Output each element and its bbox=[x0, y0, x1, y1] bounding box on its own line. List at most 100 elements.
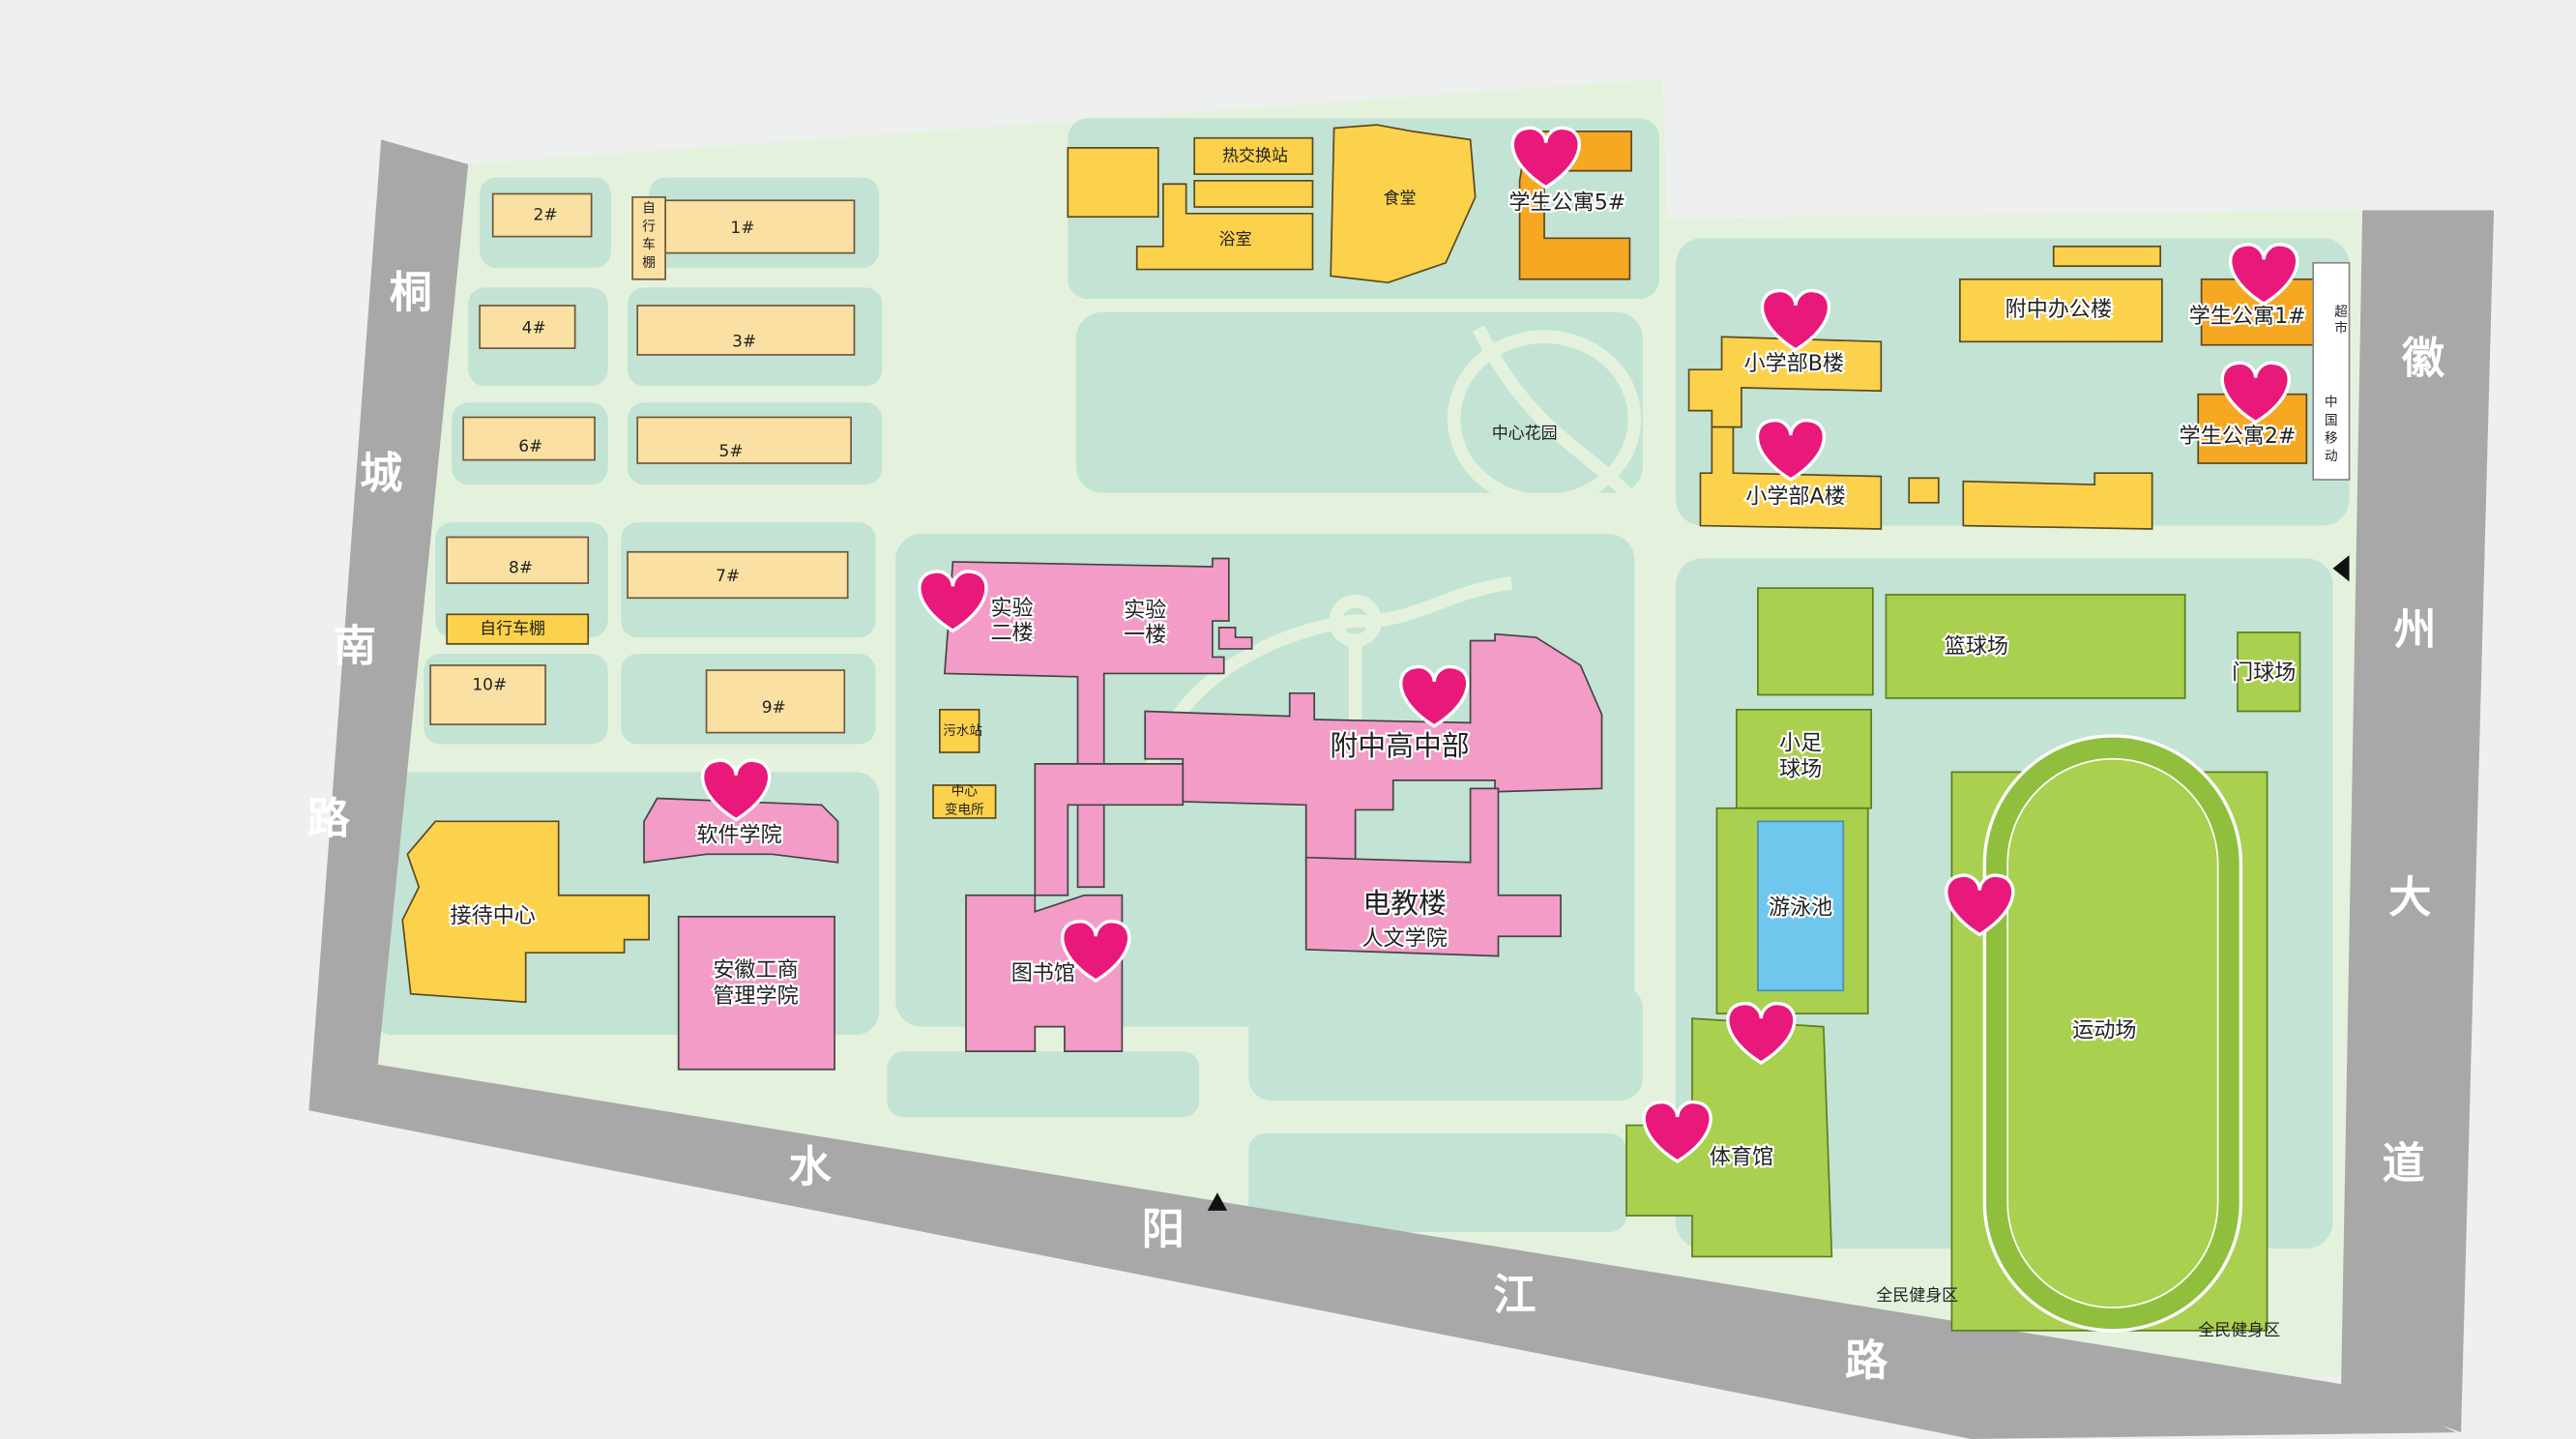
bike-shed-south: 自行车棚 bbox=[446, 613, 590, 645]
road-label-south: 水 阳 江 路 bbox=[789, 1142, 1888, 1385]
supermarket-strip: 超 市 中 国 移 动 bbox=[2312, 261, 2351, 481]
building-small-east bbox=[1908, 477, 1940, 504]
svg-text:球场: 球场 bbox=[1779, 758, 1822, 782]
svg-text:城: 城 bbox=[360, 450, 402, 499]
svg-text:图书馆: 图书馆 bbox=[1011, 961, 1075, 985]
svg-text:二楼: 二楼 bbox=[990, 622, 1033, 646]
svg-text:学生公寓1#: 学生公寓1# bbox=[2189, 305, 2306, 329]
svg-text:安徽工商: 安徽工商 bbox=[713, 958, 798, 983]
svg-text:南: 南 bbox=[334, 622, 376, 671]
svg-text:附中办公楼: 附中办公楼 bbox=[2005, 298, 2112, 322]
svg-text:中: 中 bbox=[2325, 395, 2338, 410]
road-label-east: 徽 州 大 道 bbox=[2383, 335, 2445, 1189]
svg-text:4#: 4# bbox=[522, 319, 546, 338]
svg-text:游泳池: 游泳池 bbox=[1769, 896, 1832, 920]
svg-text:人文学院: 人文学院 bbox=[1361, 927, 1447, 952]
svg-text:路: 路 bbox=[1845, 1336, 1888, 1386]
svg-text:附中高中部: 附中高中部 bbox=[1330, 729, 1469, 762]
reception-center: 接待中心 bbox=[401, 820, 650, 1004]
svg-text:体育馆: 体育馆 bbox=[1710, 1146, 1773, 1170]
svg-text:车: 车 bbox=[642, 236, 656, 252]
svg-text:自: 自 bbox=[642, 201, 656, 217]
svg-text:门球场: 门球场 bbox=[2232, 661, 2296, 685]
software-college: 软件学院 bbox=[643, 797, 839, 864]
small-football-field: 小足 球场 bbox=[1735, 708, 1872, 809]
swimming-pool: 游泳池 bbox=[1715, 807, 1869, 1014]
central-substation: 中心 变电所 bbox=[932, 784, 997, 819]
residence-6: 6# bbox=[462, 416, 596, 461]
svg-text:路: 路 bbox=[307, 794, 351, 843]
svg-text:一楼: 一楼 bbox=[1124, 623, 1166, 647]
road-label-west: 桐 城 南 路 bbox=[307, 269, 432, 844]
svg-text:电教楼: 电教楼 bbox=[1362, 887, 1447, 920]
fitness-area-label: 全民健身区 bbox=[2198, 1321, 2280, 1340]
svg-text:2#: 2# bbox=[534, 206, 558, 225]
svg-text:6#: 6# bbox=[518, 437, 542, 456]
svg-text:棚: 棚 bbox=[642, 255, 656, 271]
svg-text:学生公寓2#: 学生公寓2# bbox=[2180, 425, 2297, 449]
garden-paths bbox=[1143, 325, 1642, 775]
svg-text:桐: 桐 bbox=[390, 269, 432, 318]
road-west bbox=[308, 139, 469, 1111]
residence-8: 8# bbox=[446, 536, 590, 584]
sewage-station: 污水站 bbox=[938, 708, 982, 753]
svg-text:热交换站: 热交换站 bbox=[1222, 146, 1288, 165]
svg-text:1#: 1# bbox=[730, 219, 754, 238]
svg-text:实验: 实验 bbox=[990, 597, 1033, 621]
stadium: 运动场 bbox=[1950, 734, 2269, 1333]
entrance-arrow-east bbox=[2332, 555, 2350, 582]
primary-school-b: 小学部B楼 bbox=[1687, 336, 1883, 428]
residence-2: 2# bbox=[491, 192, 593, 238]
svg-text:行: 行 bbox=[642, 219, 656, 234]
high-school: 附中高中部 bbox=[1034, 632, 1603, 896]
basketball-courts: 篮球场 bbox=[1757, 587, 2186, 699]
svg-text:管理学院: 管理学院 bbox=[713, 984, 798, 1009]
residence-10: 10# bbox=[429, 664, 546, 725]
residence-7: 7# bbox=[627, 550, 849, 600]
svg-text:9#: 9# bbox=[762, 698, 786, 718]
svg-text:小学部A楼: 小学部A楼 bbox=[1745, 485, 1845, 510]
svg-text:5#: 5# bbox=[719, 442, 744, 461]
residence-1: 1# bbox=[664, 199, 856, 254]
svg-text:软件学院: 软件学院 bbox=[696, 824, 781, 848]
svg-text:接待中心: 接待中心 bbox=[451, 904, 536, 928]
svg-text:变电所: 变电所 bbox=[945, 802, 984, 817]
svg-text:浴室: 浴室 bbox=[1219, 230, 1252, 250]
building-east-long bbox=[1962, 472, 2153, 530]
svg-text:阳: 阳 bbox=[1142, 1205, 1185, 1254]
svg-text:动: 动 bbox=[2325, 449, 2338, 464]
svg-text:篮球场: 篮球场 bbox=[1945, 634, 2008, 659]
svg-text:移: 移 bbox=[2325, 431, 2338, 447]
svg-text:小学部B楼: 小学部B楼 bbox=[1744, 352, 1844, 376]
svg-text:小足: 小足 bbox=[1779, 731, 1822, 755]
svg-text:州: 州 bbox=[2393, 605, 2436, 655]
entrance-arrow-south bbox=[1207, 1192, 1228, 1211]
road-east bbox=[2341, 210, 2495, 1433]
svg-text:污水站: 污水站 bbox=[943, 723, 982, 739]
svg-text:市: 市 bbox=[2334, 320, 2348, 337]
svg-text:10#: 10# bbox=[472, 675, 507, 694]
svg-text:8#: 8# bbox=[509, 559, 533, 578]
svg-text:江: 江 bbox=[1493, 1271, 1536, 1320]
residence-5: 5# bbox=[636, 416, 852, 464]
bike-shed-north: 自 行 车 棚 bbox=[631, 195, 666, 280]
svg-text:道: 道 bbox=[2383, 1139, 2425, 1189]
lab-buildings: 实验 二楼 实验 一楼 bbox=[944, 557, 1253, 889]
svg-text:3#: 3# bbox=[732, 332, 756, 351]
svg-text:运动场: 运动场 bbox=[2072, 1019, 2136, 1043]
building-north-west bbox=[1067, 147, 1159, 219]
svg-text:超: 超 bbox=[2334, 305, 2348, 320]
canteen: 食堂 bbox=[1330, 124, 1477, 284]
svg-text:大: 大 bbox=[2388, 873, 2431, 923]
fitness-area-label: 全民健身区 bbox=[1876, 1286, 1958, 1306]
residence-9: 9# bbox=[705, 669, 846, 734]
av-building: 电教楼 人文学院 bbox=[1304, 787, 1562, 957]
svg-text:实验: 实验 bbox=[1124, 599, 1166, 623]
svg-text:国: 国 bbox=[2325, 413, 2338, 428]
road-south bbox=[308, 1064, 2456, 1439]
middle-school-office: 附中办公楼 bbox=[1959, 278, 2163, 343]
svg-text:徽: 徽 bbox=[2401, 335, 2445, 384]
bathhouse: 浴室 bbox=[1135, 183, 1314, 271]
svg-text:学生公寓5#: 学生公寓5# bbox=[1508, 191, 1625, 216]
